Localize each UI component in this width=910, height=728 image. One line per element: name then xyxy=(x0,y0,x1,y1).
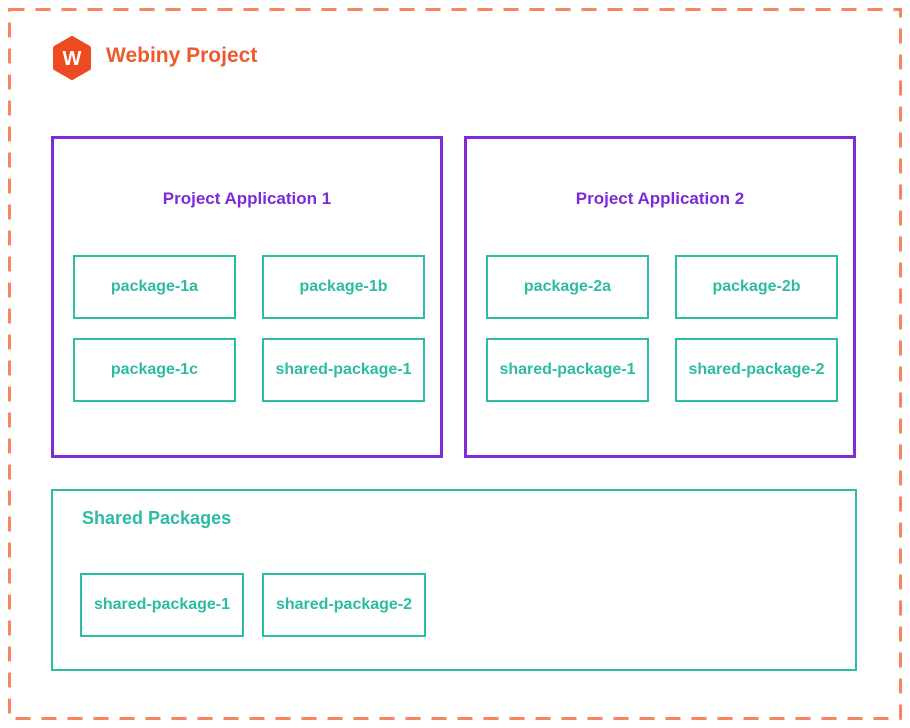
shared-packages-box: Shared Packages shared-package-1 shared-… xyxy=(51,489,857,671)
application-1-title: Project Application 1 xyxy=(162,189,332,208)
package-box: shared-package-1 xyxy=(262,338,425,402)
package-box: shared-package-2 xyxy=(675,338,838,402)
application-2-title: Project Application 2 xyxy=(575,189,745,208)
package-box: package-2a xyxy=(486,255,649,319)
page-title: Webiny Project xyxy=(106,44,258,67)
package-box: shared-package-1 xyxy=(486,338,649,402)
package-box: shared-package-1 xyxy=(80,573,244,637)
shared-packages-title: Shared Packages xyxy=(82,508,232,528)
header: W Webiny Project xyxy=(0,0,910,100)
package-box: package-1a xyxy=(73,255,236,319)
package-box: package-1c xyxy=(73,338,236,402)
package-box: package-1b xyxy=(262,255,425,319)
project-application-1-box: Project Application 1 package-1a package… xyxy=(51,136,443,458)
package-box: shared-package-2 xyxy=(262,573,426,637)
project-application-2-box: Project Application 2 package-2a package… xyxy=(464,136,856,458)
hexagon-shape xyxy=(53,36,91,80)
logo-letter-w: W xyxy=(63,48,82,70)
package-box: package-2b xyxy=(675,255,838,319)
webiny-logo-icon: W xyxy=(53,36,91,80)
